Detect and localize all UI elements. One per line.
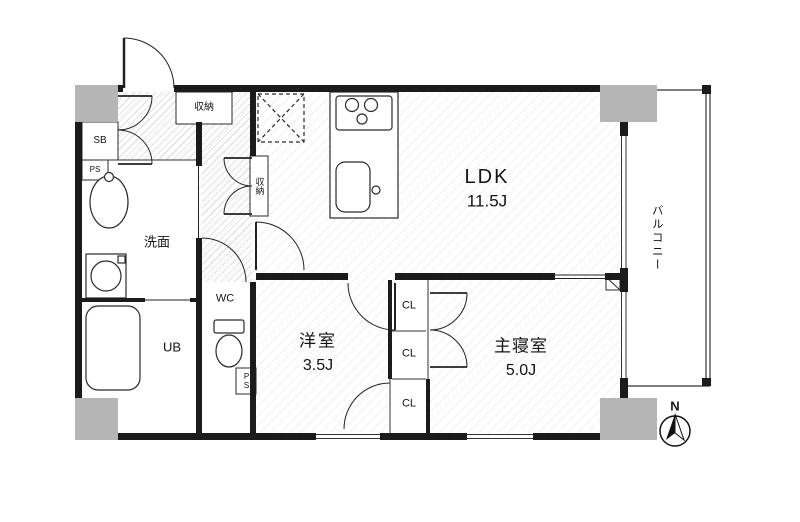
ldk-balcony-window: [621, 136, 627, 268]
storage-boxes: [81, 91, 621, 395]
refrigerator-space: [257, 93, 305, 143]
western-room-door-swing: [347, 282, 396, 331]
shoe-box-doors: [117, 95, 153, 165]
western-room-window: [316, 434, 380, 439]
hall-closet-doors: [223, 157, 253, 215]
ldk-door-swing: [255, 221, 305, 271]
entry-closet-box: [175, 91, 233, 125]
shoe-box: [81, 121, 119, 161]
master-sliding-door: [555, 274, 605, 279]
thin-partitions: [108, 159, 429, 433]
wash-basin: [89, 175, 129, 229]
north-compass-icon: [659, 413, 691, 447]
walls: [75, 85, 628, 440]
basin-faucet: [103, 171, 115, 183]
closet3-door-swing: [343, 382, 391, 430]
fixtures: [85, 91, 399, 391]
structural-columns: [75, 85, 657, 440]
balcony-outline: [628, 85, 711, 387]
entrance-door-swing: [122, 37, 175, 89]
wc-door-swing: [201, 237, 247, 283]
washing-machine-pan: [85, 253, 127, 299]
master-closet-doors: [429, 292, 468, 368]
entrance-hall-floor: [118, 92, 252, 282]
stove: [335, 95, 393, 131]
door-swings: [117, 37, 605, 430]
bathtub: [85, 305, 141, 391]
hall-closet-box: [249, 155, 269, 217]
bedroom-balcony-window: [621, 292, 627, 378]
toilet: [213, 319, 245, 368]
windows: [316, 136, 627, 439]
kitchen-sink: [335, 161, 381, 213]
master-bedroom-window: [467, 434, 533, 439]
